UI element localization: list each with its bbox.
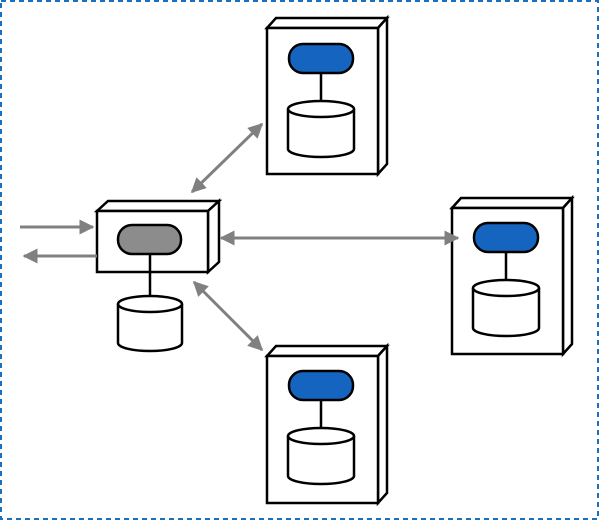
coordinator-database-icon: [116, 294, 184, 353]
server-bottom-module: [287, 369, 355, 402]
server-right-node: [449, 194, 575, 358]
arrow-coordinator-server-bottom: [192, 280, 264, 352]
coordinator-box: [93, 198, 223, 275]
coordinator-module: [116, 223, 183, 256]
coordinator-node: [93, 198, 223, 353]
server-top-module: [287, 42, 355, 75]
server-top-node: [264, 14, 390, 178]
arrow-coordinator-server-top: [190, 122, 264, 194]
server-right-database-icon: [471, 278, 541, 338]
server-bottom-node: [264, 342, 390, 507]
server-top-database-icon: [286, 99, 356, 159]
server-bottom-database-icon: [286, 426, 356, 486]
server-right-module: [472, 221, 540, 254]
